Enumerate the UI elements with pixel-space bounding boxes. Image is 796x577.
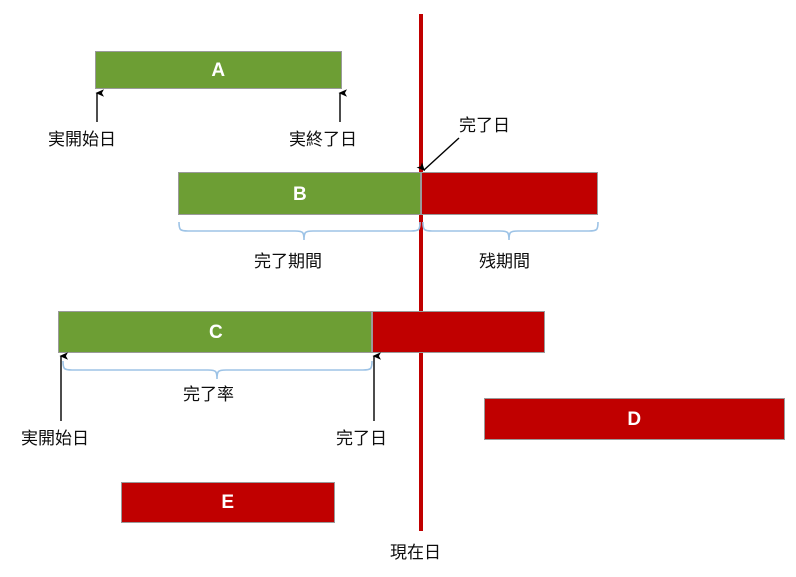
gantt-bar-c-completed-segment[interactable]	[58, 311, 372, 353]
gantt-bar-b-completed-segment[interactable]	[178, 172, 421, 215]
label-c-completion-date: 完了日	[336, 429, 387, 448]
label-c-actual-start: 実開始日	[21, 429, 89, 448]
gantt-bar-a[interactable]: A	[95, 51, 342, 89]
label-b-completed-period: 完了期間	[254, 252, 322, 271]
gantt-bar-c-label: C	[209, 322, 223, 343]
label-b-completion-date: 完了日	[459, 116, 510, 135]
gantt-bar-b[interactable]: B	[178, 172, 598, 215]
label-c-completion-rate: 完了率	[183, 385, 234, 404]
label-a-actual-end: 実終了日	[289, 130, 357, 149]
brace-c-rate	[62, 360, 373, 380]
gantt-bar-c[interactable]: C	[58, 311, 545, 353]
brace-b-remaining	[422, 221, 599, 241]
gantt-bar-a-label: A	[211, 59, 226, 81]
gantt-bar-b-remaining-segment[interactable]	[421, 172, 598, 215]
gantt-bar-e[interactable]: E	[121, 482, 335, 523]
today-line-upper	[419, 14, 423, 174]
label-a-actual-start: 実開始日	[48, 130, 116, 149]
label-today: 現在日	[390, 543, 441, 562]
leader-b-done-date	[416, 137, 460, 172]
today-line-lower	[419, 353, 423, 531]
gantt-bar-d-label: D	[627, 408, 642, 430]
today-line-middle	[419, 215, 423, 312]
gantt-bar-c-remaining-segment[interactable]	[372, 311, 545, 353]
gantt-bar-d[interactable]: D	[484, 398, 785, 440]
brace-b-completed	[178, 221, 421, 241]
gantt-bar-b-label: B	[293, 184, 307, 205]
gantt-bar-e-label: E	[221, 492, 235, 513]
label-b-remaining-period: 残期間	[479, 252, 530, 271]
